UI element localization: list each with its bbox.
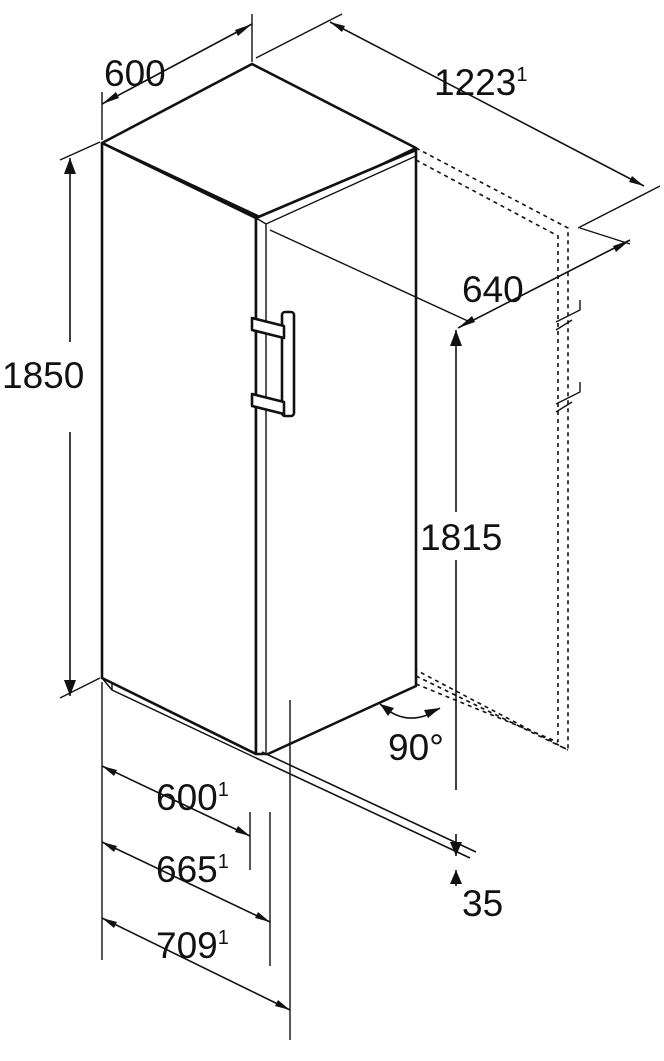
dimension-height-total: 1850 (2, 141, 101, 699)
height-inner-label: 1815 (420, 517, 502, 558)
depth-door-open-footnote: 1 (516, 64, 527, 86)
dimension-door-angle: 90° (379, 703, 444, 768)
depth-2-label: 665 (156, 849, 218, 890)
door-angle-label: 90° (388, 727, 444, 768)
width-top-label: 600 (104, 53, 166, 94)
depth-1-footnote: 1 (218, 779, 229, 801)
dimension-depths-bottom: 6001 6651 7091 (101, 682, 291, 1040)
depth-door-open-label: 1223 (434, 62, 516, 103)
dimension-depth-door-open: 12231 (255, 13, 661, 229)
fridge-body (100, 62, 418, 759)
dimension-height-inner: 1815 (420, 330, 502, 856)
svg-text:6651: 6651 (156, 849, 229, 890)
depth-3-label: 709 (156, 925, 218, 966)
depth-2-footnote: 1 (218, 851, 229, 873)
dimension-width-top: 600 (101, 14, 253, 140)
floor-clearance-label: 35 (462, 883, 503, 924)
svg-text:7091: 7091 (156, 925, 229, 966)
door-depth-label: 640 (462, 269, 524, 310)
depth-3-footnote: 1 (218, 927, 229, 949)
svg-text:6001: 6001 (156, 777, 229, 818)
depth-1-label: 600 (156, 777, 218, 818)
open-door-outline (415, 147, 581, 752)
height-total-label: 1850 (2, 355, 84, 396)
dimension-floor-clearance: 35 (255, 751, 503, 924)
svg-text:12231: 12231 (434, 62, 527, 103)
door-handle (250, 310, 296, 418)
dimension-door-depth: 640 (269, 227, 631, 329)
